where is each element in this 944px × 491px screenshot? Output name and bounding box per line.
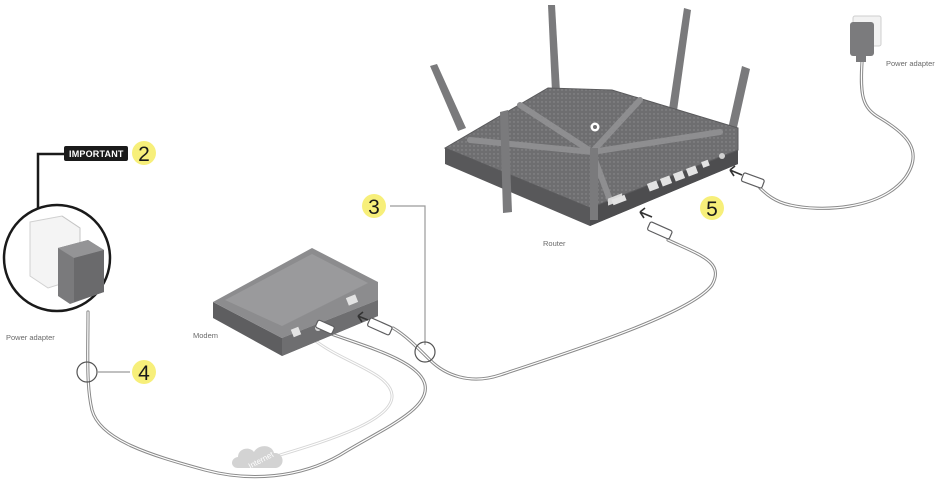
internet-cloud: Internet [232,446,283,471]
important-label: IMPORTANT [69,149,124,159]
power-adapter-right-label: Power adapter [886,59,935,68]
step-4-badge: 4 [76,360,156,385]
svg-text:2: 2 [138,143,150,166]
modem-power-plug [315,319,335,335]
internet-cable [278,336,394,457]
router-label: Router [543,239,566,248]
step-3-badge: 3 [362,194,436,363]
ethernet-cable [391,238,718,381]
router-power-plug [729,165,765,189]
power-adapter-left: Power adapter [2,203,112,342]
step-2-badge: 2 [132,141,156,166]
step-5-badge: 5 [700,196,724,221]
cables [86,60,915,479]
svg-text:5: 5 [706,198,718,221]
modem-ethernet-plug [357,311,393,336]
router-power-cable [758,60,915,210]
router: Router [430,5,750,248]
modem-label: Modem [193,331,218,340]
important-callout: IMPORTANT [36,146,128,208]
power-adapter-left-label: Power adapter [6,333,55,342]
power-adapter-right: Power adapter [850,15,935,68]
router-ethernet-plug [639,207,673,240]
svg-text:3: 3 [368,196,380,219]
svg-text:4: 4 [138,362,150,385]
